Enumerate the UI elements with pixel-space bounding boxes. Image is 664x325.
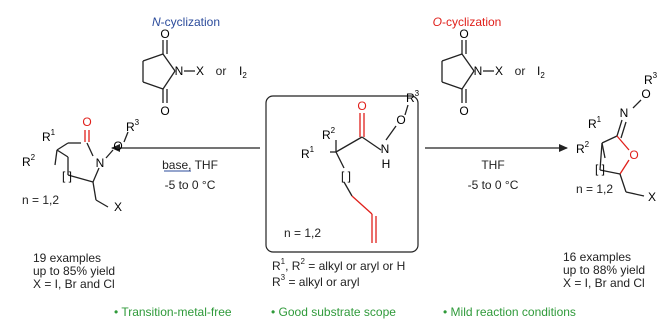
right-reagent-or: or	[515, 64, 526, 78]
left-results-yield: up to 85% yield	[33, 264, 115, 278]
left-product-structure	[54, 130, 129, 208]
right-product-r3: R3	[644, 71, 658, 87]
substituent-definition-r1-r2: R1, R2 = alkyl or aryl or H	[272, 257, 405, 273]
right-reagent-halogen-x: X	[495, 64, 503, 78]
left-product-oxygen: O	[113, 139, 122, 153]
right-results-halogens: X = I, Br and Cl	[563, 276, 645, 290]
substrate-nitrogen: N	[381, 142, 390, 156]
left-product-r2: R2	[22, 153, 36, 169]
right-product-structure	[599, 99, 645, 197]
left-product-r1: R1	[42, 128, 56, 144]
right-reagent-oxygen-bottom: O	[459, 104, 468, 118]
substrate-r3: R3	[406, 89, 420, 105]
bullet-transition-metal-free: • Transition-metal-free	[114, 305, 232, 319]
left-reagent-oxygen-bottom: O	[160, 104, 169, 118]
left-product-r3: R3	[126, 118, 140, 134]
left-reagent-nitrogen: N	[175, 64, 184, 78]
left-product-carbonyl-oxygen: O	[82, 115, 91, 129]
substrate-oxygen: O	[396, 113, 405, 127]
right-reagent-nitrogen: N	[474, 64, 483, 78]
left-product-nitrogen: N	[96, 156, 105, 170]
right-reagent-succinimide	[441, 40, 494, 103]
right-product-r1: R1	[588, 115, 602, 131]
left-product-halogen-x: X	[114, 200, 122, 214]
substrate-n-range: n = 1,2	[284, 226, 321, 240]
right-product-nitrogen: N	[620, 106, 629, 120]
right-product-ring-oxygen: O	[629, 148, 638, 162]
substrate-bracket: [ ]	[341, 169, 351, 183]
o-cyclization-title: O-cyclization	[433, 15, 502, 29]
right-results-yield: up to 88% yield	[563, 263, 645, 277]
left-reagent-succinimide	[142, 40, 195, 103]
right-conditions-line2: -5 to 0 °C	[468, 178, 519, 192]
right-product-r2: R2	[576, 140, 590, 156]
substrate-carbonyl-oxygen: O	[357, 99, 366, 113]
left-reagent-oxygen-top: O	[160, 27, 169, 41]
left-product-n-range: n = 1,2	[22, 193, 59, 207]
left-conditions-line2: -5 to 0 °C	[165, 178, 216, 192]
substrate-r2: R2	[322, 126, 336, 142]
left-reagent-iodine: I2	[239, 64, 247, 80]
bullet-substrate-scope: • Good substrate scope	[271, 305, 396, 319]
left-results-halogens: X = I, Br and Cl	[33, 277, 115, 291]
right-conditions-line1: THF	[481, 158, 504, 172]
left-reagent-halogen-x: X	[196, 64, 204, 78]
right-results-examples: 16 examples	[563, 250, 631, 264]
left-results-examples: 19 examples	[33, 251, 101, 265]
right-product-n-range: n = 1,2	[576, 182, 613, 196]
substrate-structure	[330, 104, 409, 243]
substrate-r1: R1	[301, 145, 315, 161]
right-product-bracket: [ ]	[595, 162, 605, 176]
substrate-box	[265, 95, 419, 253]
n-cyclization-title: N-cyclization	[152, 15, 220, 29]
substituent-definition-r3: R3 = alkyl or aryl	[272, 273, 359, 289]
right-reagent-oxygen-top: O	[459, 27, 468, 41]
bullet-mild-conditions: • Mild reaction conditions	[443, 305, 576, 319]
left-conditions-line1: base, THF	[162, 158, 218, 172]
substrate-hydrogen: H	[382, 157, 391, 171]
right-product-halogen-x: X	[648, 190, 656, 204]
left-reagent-or: or	[216, 64, 227, 78]
right-product-oxygen: O	[641, 87, 650, 101]
right-reagent-iodine: I2	[537, 64, 545, 80]
left-product-bracket: [ ]	[62, 169, 72, 183]
